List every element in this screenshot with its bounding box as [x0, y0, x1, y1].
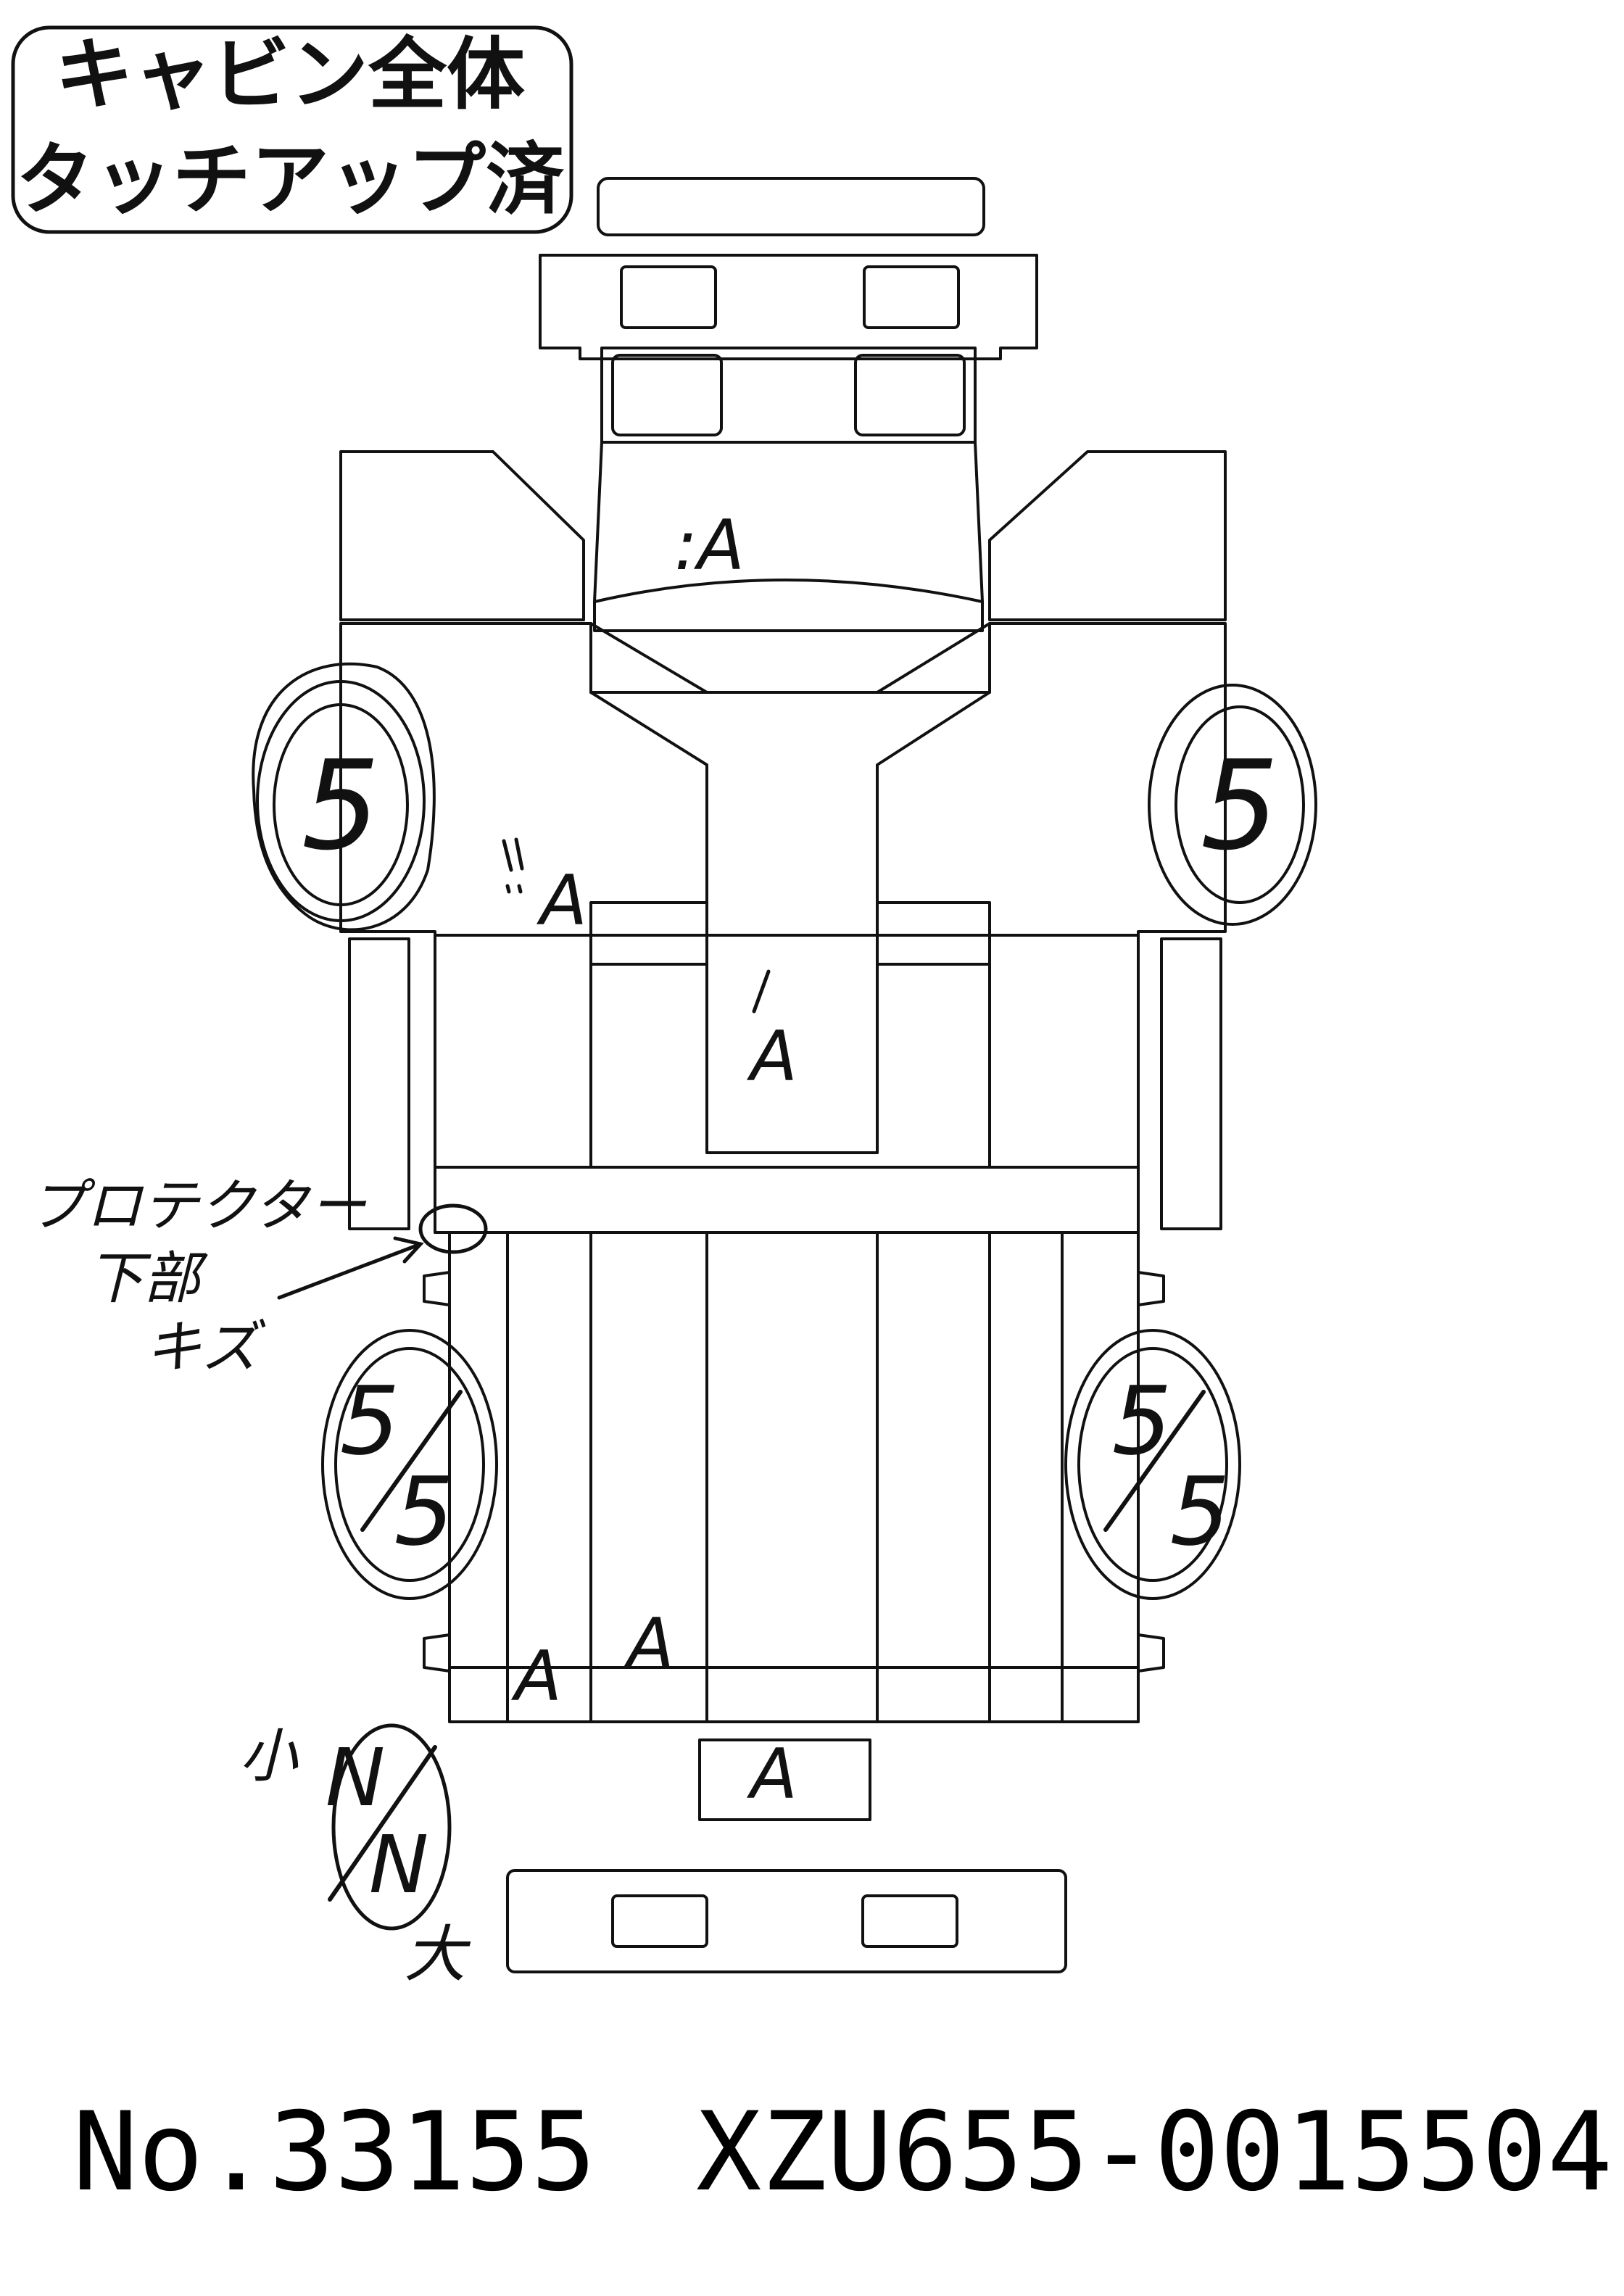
- door-left: [339, 450, 585, 621]
- stamp-line-2: タッチアップ済: [16, 135, 565, 225]
- cab-floor: [339, 622, 1227, 937]
- protector-circle: [418, 1203, 488, 1254]
- rear-tail: [698, 1738, 871, 1821]
- mark-side-left: A: [536, 861, 587, 941]
- headlight-left: [611, 354, 723, 436]
- tire-grade-rear-right-top: 5: [1112, 1366, 1172, 1476]
- mark-rear-left-outer: A: [510, 1637, 562, 1717]
- tire-grade-rear-left-bottom: 5: [394, 1456, 455, 1567]
- headlight-right: [854, 354, 966, 436]
- footer: No.33155 XZU655-0015504: [72, 2089, 1612, 2216]
- stamp-box: キャビン全体 タッチアップ済: [11, 25, 573, 234]
- chassis-number: XZU655-0015504: [696, 2089, 1612, 2216]
- rear-light-right: [861, 1894, 958, 1948]
- side-step-left: [348, 937, 410, 1230]
- spare-small-label: 小: [239, 1723, 299, 1790]
- rear-right-wheel: 5 5: [1064, 1329, 1241, 1600]
- protector-note-line-3: キズ: [145, 1315, 266, 1380]
- vehicle-number: No.33155: [72, 2089, 596, 2216]
- spare-tread-bottom: N: [369, 1818, 428, 1911]
- mark-rear-bumper: A: [746, 1735, 798, 1815]
- protector-note-line-2: 下部: [87, 1246, 208, 1311]
- spare-tread-top: N: [326, 1731, 385, 1824]
- tire-grade-front-left: 5: [302, 734, 380, 878]
- cab-body: [593, 441, 984, 632]
- cab-windshield-curve: [593, 579, 984, 603]
- tire-grade-rear-left-top: 5: [340, 1366, 400, 1476]
- front-bumper: [539, 254, 1038, 360]
- spare-large-label: 大: [404, 1919, 471, 1991]
- rear-light-left: [611, 1894, 708, 1948]
- protector-note: プロテクター 下部 キズ: [29, 1174, 488, 1380]
- tire-grade-front-right: 5: [1201, 734, 1279, 878]
- spare-tire: 小 N N 大: [239, 1723, 471, 1991]
- tire-grade-rear-right-bottom: 5: [1170, 1456, 1230, 1567]
- mark-center: A: [746, 1017, 798, 1097]
- truck-outline: [339, 177, 1227, 1973]
- front-left-wheel: 5: [252, 662, 436, 932]
- front-bumper-light-right: [863, 265, 960, 329]
- frame-front-bevel: [589, 622, 991, 1154]
- front-bumper-light-left: [620, 265, 717, 329]
- protector-arrow: [277, 1236, 424, 1300]
- rear-left-wheel: 5 5: [321, 1329, 498, 1600]
- front-grille: [600, 347, 977, 444]
- crossmember-1: [589, 901, 708, 966]
- crossmember-2: [434, 1166, 1140, 1234]
- top-bar: [597, 177, 985, 236]
- mark-rear-left-inner: A: [623, 1604, 674, 1684]
- damage-marks: :A A A A A A: [502, 506, 798, 1815]
- door-right: [988, 450, 1227, 621]
- front-right-wheel: 5: [1148, 684, 1317, 926]
- mark-cab-front: :A: [674, 506, 745, 586]
- rear-body: [448, 1231, 1140, 1723]
- side-step-right: [1160, 937, 1222, 1230]
- stamp-line-1: キャビン全体: [55, 30, 525, 120]
- crossmember-1r: [876, 901, 991, 966]
- protector-note-line-1: プロテクター: [29, 1174, 367, 1239]
- rear-bumper: [506, 1869, 1067, 1973]
